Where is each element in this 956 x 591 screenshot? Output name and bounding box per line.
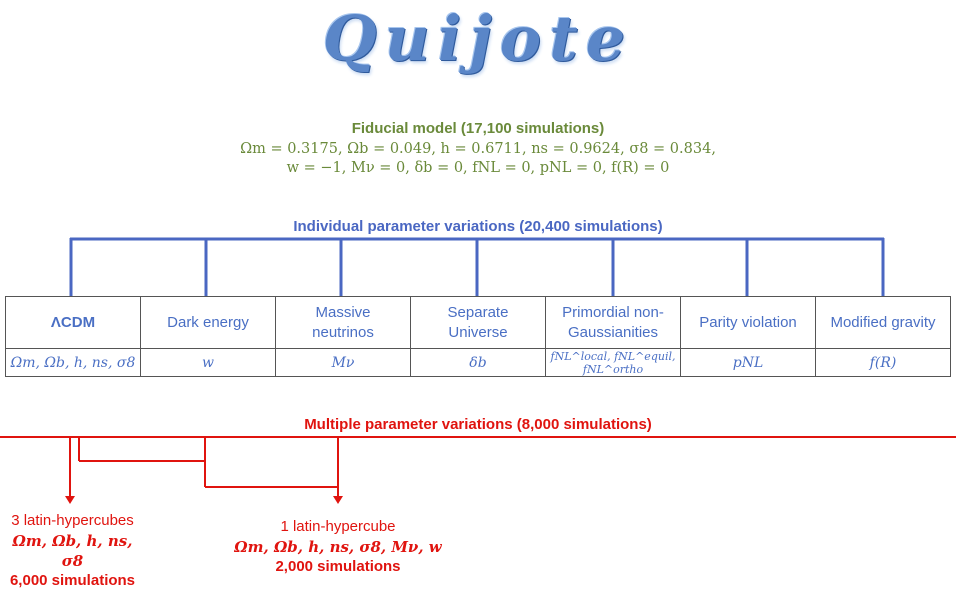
column-parity-violation: Parity violation: [680, 296, 816, 349]
right-hypercube-label: 1 latin-hypercube: [280, 518, 396, 535]
right-hypercube-count: 2,000 simulations: [275, 558, 401, 575]
fiducial-params-line-1: Ωm = 0.3175, Ωb = 0.049, h = 0.6711, ns …: [240, 141, 716, 157]
individual-bracket: [69, 237, 885, 296]
left-hypercube-label: 3 latin-hypercubes: [11, 512, 134, 529]
left-arrow-head: [65, 496, 75, 504]
fiducial-params-line-2: w = −1, Mν = 0, δb = 0, fNL = 0, pNL = 0…: [286, 160, 670, 176]
right-arrow-head: [333, 496, 343, 504]
column-lcdm: ΛCDM: [5, 296, 141, 349]
params-modified-gravity: f(R): [815, 348, 951, 377]
params-separate-universe: δb: [410, 348, 546, 377]
params-lcdm: Ωm, Ωb, h, ns, σ8: [5, 348, 141, 377]
left-hypercube-block: 3 latin-hypercubes Ωm, Ωb, h, ns, σ8 6,0…: [0, 511, 145, 591]
right-hypercube-block: 1 latin-hypercube Ωm, Ωb, h, ns, σ8, Mν,…: [228, 517, 448, 577]
params-primordial-non-gaussianities: fNL^local, fNL^equil, fNL^ortho: [545, 348, 681, 377]
column-separate-universe: Separate Universe: [410, 296, 546, 349]
column-modified-gravity: Modified gravity: [815, 296, 951, 349]
column-dark-energy: Dark energy: [140, 296, 276, 349]
params-parity-violation: pNL: [680, 348, 816, 377]
parameter-names-row: ΛCDM Dark energy Massive neutrinos Separ…: [5, 296, 951, 349]
multiple-bracket: [0, 436, 956, 497]
parameter-symbols-row: Ωm, Ωb, h, ns, σ8 w Mν δb fNL^local, fNL…: [5, 348, 951, 377]
left-hypercube-params: Ωm, Ωb, h, ns, σ8: [12, 532, 133, 570]
params-dark-energy: w: [140, 348, 276, 377]
params-massive-neutrinos: Mν: [275, 348, 411, 377]
multiple-title: Multiple parameter variations (8,000 sim…: [304, 416, 652, 433]
connector-lines: [0, 237, 956, 504]
fiducial-title: Fiducial model (17,100 simulations): [351, 120, 605, 137]
column-primordial-non-gaussianities: Primordial non-Gaussianities: [545, 296, 681, 349]
quijote-logo: Quijote: [322, 2, 634, 75]
parameter-table: ΛCDM Dark energy Massive neutrinos Separ…: [5, 296, 951, 377]
column-massive-neutrinos: Massive neutrinos: [275, 296, 411, 349]
individual-title: Individual parameter variations (20,400 …: [293, 218, 663, 235]
right-hypercube-params: Ωm, Ωb, h, ns, σ8, Mν, w: [234, 538, 442, 556]
left-hypercube-count: 6,000 simulations: [9, 572, 136, 589]
